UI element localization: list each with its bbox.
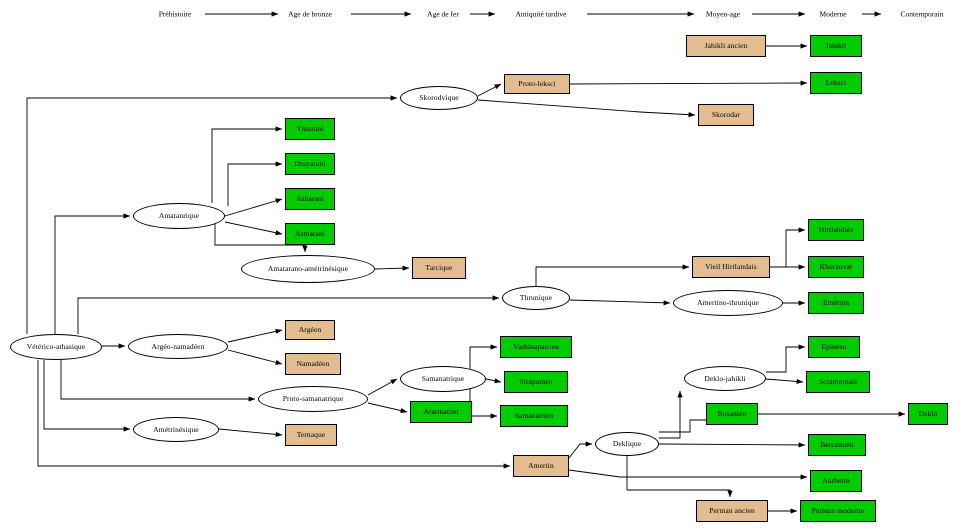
node-label: Emérien: [822, 298, 850, 308]
node-label: Skorodvique: [419, 93, 459, 103]
node-vieil-hirtlandais[interactable]: Vieil Hirtlandais: [692, 256, 770, 278]
node-scramontais[interactable]: Scramontais: [806, 371, 870, 393]
node-rosanien[interactable]: Rosanien: [706, 403, 758, 425]
node-samanatrien[interactable]: Samanatrien: [500, 405, 568, 427]
node-label: Deklo: [918, 409, 938, 419]
node-label: Scramontais: [818, 377, 858, 387]
node-aurbetin[interactable]: Aurbetin: [810, 470, 862, 492]
node-label: Proto-samanatrique: [282, 394, 344, 404]
node-label: Amertin: [528, 461, 554, 471]
node-perman-moderne[interactable]: Perman moderne: [800, 500, 876, 522]
node-label: Ymarani: [296, 124, 324, 134]
node-label: Amertino-thrunique: [697, 298, 759, 308]
node-hirtlandais[interactable]: Hirtlandais: [808, 219, 864, 241]
node-label: Argéen: [298, 325, 322, 335]
node-argeen[interactable]: Argéen: [285, 320, 335, 340]
timeline-era-contemporain: Contemporain: [900, 9, 944, 19]
node-label: Leksci: [825, 78, 847, 88]
node-leksci[interactable]: Leksci: [810, 72, 862, 94]
node-label: Samanatrique: [421, 374, 465, 384]
node-bercemien[interactable]: Bercémien: [808, 434, 866, 456]
node-epineen[interactable]: Epinéen: [808, 336, 860, 358]
node-label: Rosanien: [717, 409, 747, 419]
node-skorodar[interactable]: Skorodar: [698, 104, 754, 126]
node-label: Amétrinésique: [153, 424, 199, 434]
node-proto-samanatrique[interactable]: Proto-samanatrique: [258, 386, 368, 412]
node-label: Argéo-namadéen: [151, 341, 205, 351]
node-amatanrique[interactable]: Amatanrique: [133, 203, 225, 229]
node-ymarani[interactable]: Ymarani: [285, 118, 335, 140]
node-label: Jahikli ancien: [704, 41, 748, 51]
timeline-era-age-de-fer: Age de fer: [427, 9, 459, 19]
timeline-era-moyen-age: Moyen-age: [705, 9, 741, 19]
node-label: Ararikatien: [423, 407, 459, 417]
node-label: Asharani: [296, 194, 324, 204]
node-label: Perman ancien: [709, 506, 755, 516]
node-label: Epinéen: [821, 342, 847, 352]
node-emerien[interactable]: Emérien: [808, 292, 864, 314]
node-label: Thrunique: [519, 293, 553, 303]
node-label: Hirtlandais: [818, 225, 854, 235]
node-ternaque[interactable]: Ternaque: [285, 424, 337, 446]
node-vashinapatrien[interactable]: Vashinapatrien: [500, 336, 572, 358]
node-label: Deklique: [612, 439, 642, 449]
node-label: Jahikli: [825, 41, 847, 51]
node-label: Vashinapatrien: [513, 342, 559, 352]
node-label: Amatarano-amétrinésique: [267, 264, 349, 274]
node-jahikli-ancien[interactable]: Jahikli ancien: [686, 35, 766, 57]
node-label: Deklo-jahikli: [704, 373, 746, 383]
node-drayarani[interactable]: Drayarani: [285, 153, 335, 175]
node-amertin[interactable]: Amertin: [513, 455, 569, 477]
node-samanatrique[interactable]: Samanatrique: [400, 366, 486, 392]
node-asharani[interactable]: Asharani: [285, 188, 335, 210]
timeline-era-antiquite-tardive: Antiquité tardive: [515, 9, 567, 19]
node-amertino-thrunique[interactable]: Amertino-thrunique: [673, 290, 783, 316]
node-ametrinesique[interactable]: Amétrinésique: [133, 417, 219, 442]
node-label: Tarcique: [425, 263, 453, 273]
node-label: Skorodar: [711, 110, 741, 120]
node-khorzovar[interactable]: Khorzovar: [808, 256, 864, 278]
node-argeo-namadeen[interactable]: Argéo-namadéen: [128, 334, 228, 359]
node-sirapanien[interactable]: Sirapanien: [504, 371, 568, 393]
node-label: Vétérico-athasique: [26, 342, 86, 352]
timeline-era-age-de-bronze: Age de bronze: [288, 9, 332, 19]
timeline-era-prehistoire: Préhistoire: [158, 9, 192, 19]
node-deklo-jahikli[interactable]: Deklo-jahikli: [684, 366, 766, 391]
node-namadeen[interactable]: Namadéen: [285, 353, 341, 375]
node-tarcique[interactable]: Tarcique: [412, 257, 466, 279]
node-perman-ancien[interactable]: Perman ancien: [696, 500, 768, 522]
node-label: Khorzovar: [819, 262, 853, 272]
node-label: Perman moderne: [811, 506, 865, 516]
node-label: Ternaque: [296, 430, 326, 440]
node-thrunique[interactable]: Thrunique: [502, 286, 570, 310]
node-label: Sirapanien: [519, 377, 553, 387]
node-label: Amatanrique: [158, 211, 200, 221]
node-label: Vieil Hirtlandais: [705, 262, 757, 272]
node-deklo[interactable]: Deklo: [908, 403, 948, 425]
node-jahikli[interactable]: Jahikli: [810, 35, 862, 57]
timeline-era-moderne: Moderne: [819, 9, 847, 19]
node-veterico-athasique[interactable]: Vétérico-athasique: [10, 334, 102, 360]
node-label: Namadéen: [296, 359, 330, 369]
node-deklique[interactable]: Deklique: [595, 432, 659, 456]
node-label: Asmarani: [295, 229, 325, 239]
node-label: Drayarani: [294, 159, 326, 169]
node-label: Proto-leksci: [518, 79, 556, 89]
node-label: Aurbetin: [822, 476, 850, 486]
node-label: Samanatrien: [514, 411, 554, 421]
node-amatarano-ametrinesique[interactable]: Amatarano-amétrinésique: [241, 255, 375, 283]
node-proto-leksci[interactable]: Proto-leksci: [504, 74, 570, 94]
node-label: Bercémien: [820, 440, 854, 450]
node-asmarani[interactable]: Asmarani: [285, 223, 335, 245]
node-skorodvique[interactable]: Skorodvique: [400, 86, 478, 110]
node-ararikatien[interactable]: Ararikatien: [410, 401, 472, 423]
